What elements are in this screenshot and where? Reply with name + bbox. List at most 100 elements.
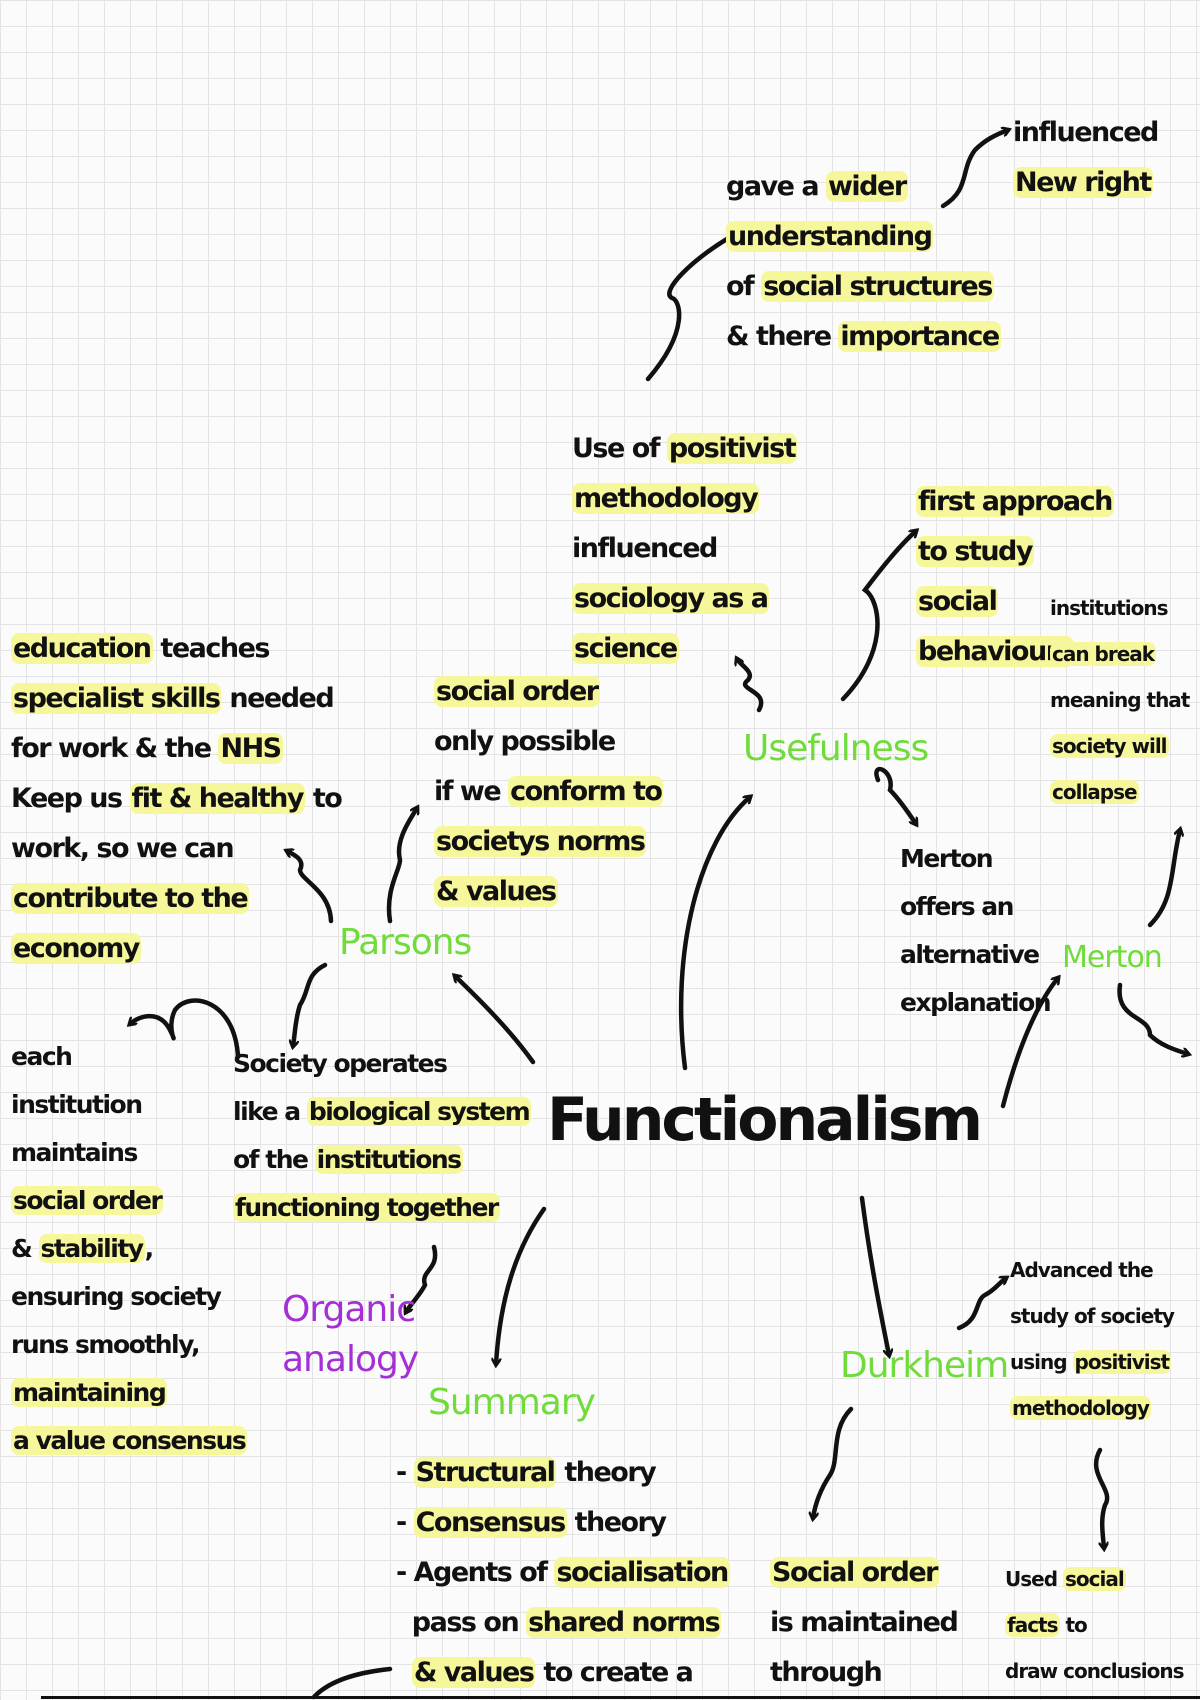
arrow-parsons-operates [293, 962, 328, 1046]
note-line: collapse [1050, 769, 1189, 815]
text: if we [434, 776, 509, 807]
note-line: society will [1050, 723, 1189, 769]
text [396, 1657, 412, 1688]
text: teaches [152, 633, 270, 664]
note-line: education teaches [11, 624, 341, 674]
note-line: influenced [1013, 108, 1159, 158]
highlighted-text: importance [838, 321, 1001, 352]
highlighted-text: society will [1050, 734, 1169, 758]
highlighted-text: shared norms [526, 1607, 722, 1638]
text: each [11, 1042, 73, 1071]
highlighted-text: social order [434, 676, 600, 707]
note-line: offers an [900, 883, 1050, 931]
note-line: explanation [900, 979, 1052, 1027]
highlighted-text: facts [1005, 1613, 1060, 1637]
note-line: institution [11, 1081, 247, 1129]
highlighted-text: social [916, 586, 999, 617]
label-parsons: Parsons [339, 922, 472, 963]
highlighted-text: New right [1013, 167, 1153, 198]
note-line: for work & the NHS [11, 724, 341, 774]
text: theory [566, 1507, 667, 1538]
arrow-usefulness-positivist [737, 659, 764, 713]
text: - [396, 1507, 414, 1538]
note-summarylist: - Structural theory- Consensus theory- A… [396, 1448, 730, 1698]
note-maintained: Social order is maintained through [770, 1548, 959, 1698]
highlighted-text: Consensus [413, 1507, 567, 1538]
text: Keep us [11, 783, 130, 814]
highlighted-text: institutions [314, 1145, 463, 1174]
note-line: economy [11, 924, 341, 974]
arrow-to-merton [1000, 978, 1058, 1109]
text: - Agents of [396, 1557, 555, 1588]
note-line: meaning that [1050, 677, 1190, 723]
text: Use of [572, 433, 667, 464]
note-line: like a biological system [233, 1088, 532, 1136]
note-line: a value consensus [11, 1417, 248, 1465]
note-line: first approach [916, 477, 1114, 527]
arrow-durkheim-maintained [813, 1406, 854, 1518]
note-line: - Agents of socialisation [396, 1548, 730, 1598]
note-line: of the institutions [233, 1136, 531, 1184]
note-line: ensuring society [11, 1273, 247, 1321]
note-line: using positivist [1010, 1339, 1174, 1385]
highlighted-text: & values [411, 1657, 536, 1688]
label-durkheim: Durkheim [840, 1345, 1009, 1386]
note-line: can break [1050, 631, 1189, 677]
arrow-operates-organic [406, 1244, 438, 1312]
label-usefulness: Usefulness [743, 728, 929, 769]
arrow-parsons-socialorder [386, 808, 417, 924]
text: meaning that [1050, 688, 1190, 712]
highlighted-text: Social order [770, 1557, 939, 1588]
text: through [770, 1657, 883, 1688]
note-line: methodology [572, 474, 797, 524]
highlighted-text: science [572, 633, 679, 664]
note-line: societys norms [434, 817, 663, 867]
text: maintains [11, 1138, 138, 1167]
text: alternative [900, 940, 1040, 969]
text: influenced [572, 533, 718, 564]
text: explanation [900, 988, 1052, 1017]
arrow-to-durkheim [859, 1195, 889, 1355]
text: work, so we can [11, 833, 235, 864]
text: of the [233, 1145, 315, 1174]
note-line: influenced [572, 524, 797, 574]
arrow-usefulness-first [840, 531, 916, 702]
note-line: institutions [1050, 585, 1189, 631]
highlighted-text: sociology as a [572, 583, 770, 614]
note-line: methodology [1010, 1385, 1174, 1431]
note-line: New right [1013, 158, 1158, 208]
highlighted-text: a value consensus [11, 1426, 248, 1455]
highlighted-text: to study [916, 536, 1034, 567]
arrow-usefulness-merton-offers [874, 767, 916, 824]
highlighted-text: education [11, 633, 153, 664]
note-line: - Consensus theory [396, 1498, 730, 1548]
highlighted-text: NHS [218, 733, 283, 764]
highlighted-text: first approach [916, 486, 1114, 517]
text: , [144, 1234, 155, 1263]
arrow-merton-down [1117, 982, 1188, 1054]
text: draw conclusions [1005, 1659, 1185, 1683]
highlighted-text: social structures [761, 271, 994, 302]
note-line: Merton [900, 835, 1050, 883]
text: is maintained [770, 1607, 959, 1638]
highlighted-text: socialisation [554, 1557, 730, 1588]
note-line: social [916, 577, 1114, 627]
label-summary: Summary [428, 1382, 596, 1423]
note-line: functioning together [233, 1184, 531, 1232]
text: pass on [396, 1607, 527, 1638]
note-line: social order [434, 667, 663, 717]
arrow-bottom-summary [311, 1666, 393, 1700]
bottom-rule [41, 1696, 1200, 1699]
note-line: only possible [434, 717, 663, 767]
text: study of society [1010, 1304, 1175, 1328]
highlighted-text: fit & healthy [129, 783, 305, 814]
highlighted-text: social [1063, 1567, 1126, 1591]
text: Advanced the [1010, 1258, 1154, 1282]
